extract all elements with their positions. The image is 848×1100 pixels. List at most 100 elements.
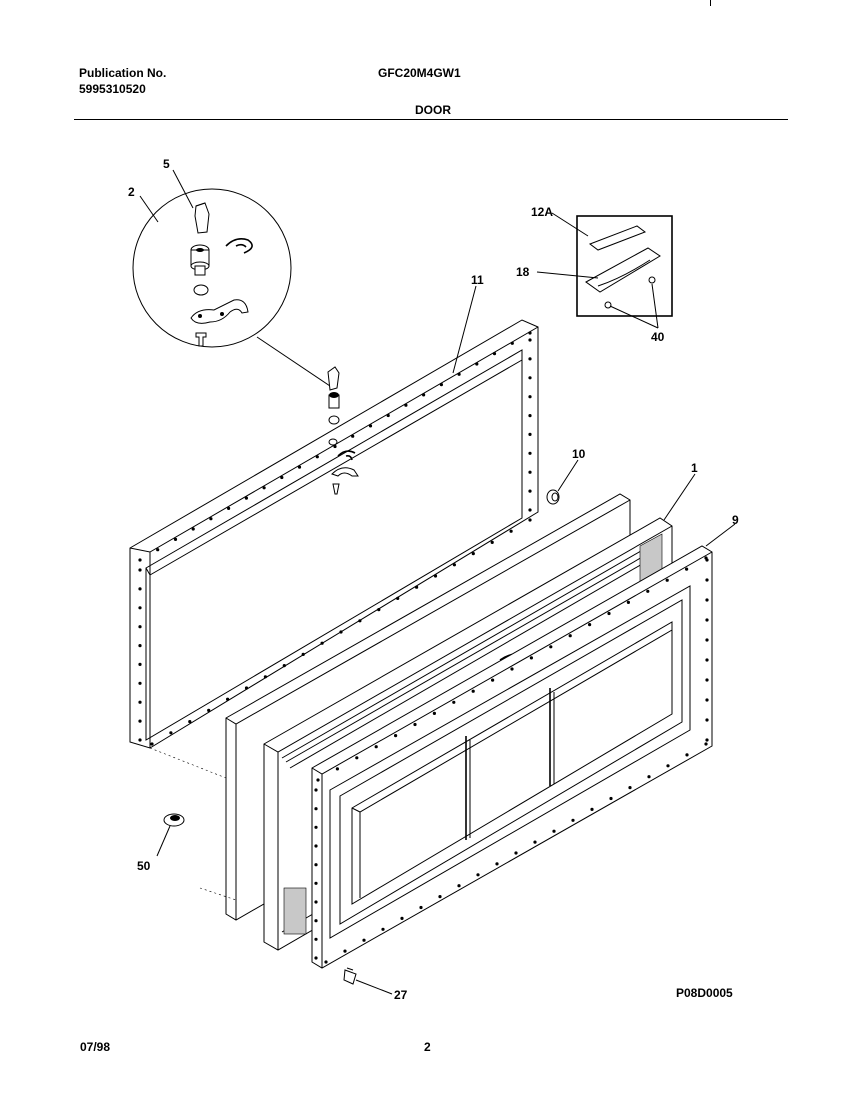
screw-hole bbox=[138, 587, 142, 591]
screw-hole bbox=[552, 829, 556, 833]
screw-hole bbox=[491, 678, 495, 682]
screw-hole bbox=[188, 720, 192, 724]
screw-hole bbox=[314, 788, 318, 792]
header-rule bbox=[74, 119, 788, 120]
callout-40: 40 bbox=[651, 330, 665, 344]
screw-hole bbox=[415, 585, 419, 589]
screw-hole bbox=[452, 563, 456, 567]
screw-hole bbox=[588, 623, 592, 627]
screw-hole bbox=[533, 840, 537, 844]
screw-hole bbox=[609, 796, 613, 801]
screw-hole bbox=[492, 352, 497, 356]
screw-hole bbox=[138, 625, 142, 629]
screw-hole bbox=[355, 756, 359, 760]
screw-hole bbox=[528, 357, 532, 361]
screw-hole bbox=[510, 341, 514, 345]
screw-hole bbox=[314, 825, 318, 829]
screw-hole bbox=[314, 919, 318, 923]
callout-12a: 12A bbox=[531, 205, 553, 219]
screw-hole bbox=[315, 455, 319, 459]
projection-lines bbox=[149, 747, 237, 901]
screw-hole bbox=[413, 722, 417, 727]
screw-hole bbox=[705, 678, 709, 682]
screw-hole bbox=[476, 873, 480, 877]
screw-hole bbox=[510, 667, 514, 671]
screw-hole bbox=[528, 451, 532, 455]
callout-5: 5 bbox=[163, 157, 170, 171]
screw-hole bbox=[169, 731, 173, 735]
screw-hole bbox=[138, 738, 142, 742]
screw-hole bbox=[394, 734, 398, 738]
publication-label: Publication No. bbox=[79, 66, 167, 80]
callout-1: 1 bbox=[691, 461, 698, 475]
screw-hole bbox=[335, 767, 339, 771]
screw-hole bbox=[301, 652, 305, 657]
screw-hole bbox=[314, 863, 318, 867]
drawing-id: P08D0005 bbox=[676, 986, 733, 1000]
screw-hole bbox=[433, 574, 438, 578]
hinge-detail-circle bbox=[132, 188, 292, 348]
screw-hole bbox=[471, 689, 475, 693]
screw-hole bbox=[368, 424, 373, 428]
part-50-bumper bbox=[163, 813, 185, 827]
callout-leaders bbox=[139, 169, 736, 995]
screw-hole bbox=[282, 664, 286, 668]
section-title: DOOR bbox=[415, 103, 451, 117]
page-number: 2 bbox=[424, 1040, 431, 1054]
publication-number: 5995310520 bbox=[79, 82, 146, 96]
screw-hole bbox=[297, 465, 302, 469]
screw-hole bbox=[333, 444, 337, 449]
screw-hole bbox=[138, 606, 142, 610]
screw-hole bbox=[705, 578, 709, 582]
screw-hole bbox=[138, 700, 142, 704]
screw-hole bbox=[422, 393, 426, 397]
screw-hole bbox=[314, 807, 318, 811]
screw-hole bbox=[244, 496, 248, 500]
callout-27: 27 bbox=[394, 988, 408, 1002]
detail-leader-line bbox=[256, 336, 331, 387]
screw-hole bbox=[156, 548, 160, 552]
corner-tick-mark bbox=[710, 0, 711, 6]
screw-hole bbox=[343, 949, 347, 953]
screw-hole bbox=[404, 403, 408, 407]
screw-hole bbox=[432, 711, 436, 716]
screw-hole bbox=[439, 383, 443, 387]
screw-hole bbox=[528, 414, 532, 418]
screw-hole bbox=[705, 598, 709, 602]
screw-hole bbox=[704, 742, 708, 746]
screw-hole bbox=[628, 786, 632, 790]
screw-hole bbox=[138, 719, 142, 723]
screw-hole bbox=[381, 927, 385, 931]
callout-10: 10 bbox=[572, 447, 586, 461]
screw-hole bbox=[226, 697, 230, 701]
screw-hole bbox=[705, 658, 709, 662]
screw-hole bbox=[528, 376, 532, 380]
screw-hole bbox=[358, 619, 362, 623]
screw-hole bbox=[262, 486, 266, 490]
screw-hole bbox=[666, 764, 670, 768]
part-10-plug bbox=[546, 489, 560, 505]
screw-hole bbox=[528, 518, 532, 522]
screw-hole bbox=[646, 589, 650, 593]
screw-hole bbox=[150, 742, 154, 746]
model-number: GFC20M4GW1 bbox=[378, 66, 461, 80]
screw-hole bbox=[528, 508, 532, 512]
screw-hole bbox=[438, 895, 442, 899]
screw-hole bbox=[571, 818, 575, 822]
screw-hole bbox=[685, 567, 689, 571]
screw-hole bbox=[244, 686, 249, 690]
screw-hole bbox=[490, 540, 494, 545]
screw-hole bbox=[280, 475, 284, 480]
door-outer-frame bbox=[311, 545, 713, 969]
screw-hole bbox=[529, 656, 534, 660]
screw-hole bbox=[475, 362, 479, 366]
screw-hole bbox=[457, 884, 461, 888]
screw-hole bbox=[227, 506, 231, 510]
handle-detail-box bbox=[576, 215, 673, 317]
screw-hole bbox=[528, 338, 532, 342]
screw-hole bbox=[191, 527, 195, 531]
screw-hole bbox=[509, 529, 513, 533]
screw-hole bbox=[314, 937, 318, 941]
screw-hole bbox=[705, 618, 709, 622]
screw-hole bbox=[607, 611, 611, 616]
